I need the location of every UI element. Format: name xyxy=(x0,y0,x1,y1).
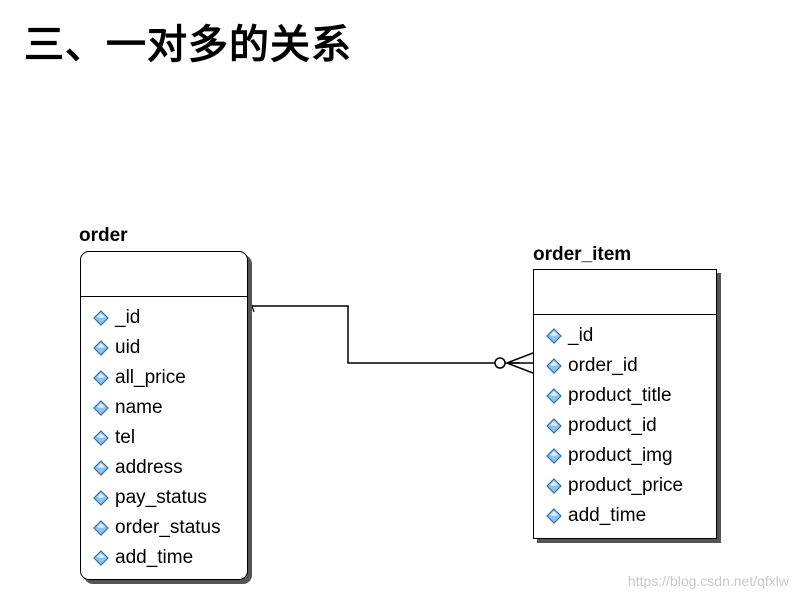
attribute-label: product_img xyxy=(568,445,673,466)
diamond-key-icon xyxy=(93,520,109,536)
attribute-label: product_title xyxy=(568,385,672,406)
attribute-label: _id xyxy=(568,325,594,346)
attribute-row[interactable]: product_title xyxy=(546,381,716,411)
relationship-tick xyxy=(249,299,255,313)
watermark: https://blog.csdn.net/qfxlw xyxy=(627,573,789,589)
attribute-label: _id xyxy=(115,307,141,328)
attribute-label: product_price xyxy=(568,475,684,496)
diamond-key-icon xyxy=(93,370,109,386)
diamond-key-icon xyxy=(546,328,562,344)
attribute-label: order_id xyxy=(568,355,638,376)
attribute-row[interactable]: add_time xyxy=(546,501,716,531)
entity-order-header xyxy=(81,252,247,297)
diamond-key-icon xyxy=(93,490,109,506)
diamond-key-icon xyxy=(546,418,562,434)
entity-title-order-item: order_item xyxy=(533,244,632,265)
attribute-row[interactable]: name xyxy=(93,393,247,423)
attribute-label: pay_status xyxy=(115,487,207,508)
relationship-line xyxy=(246,305,520,364)
crows-foot-upper xyxy=(506,352,534,364)
attribute-label: address xyxy=(115,457,183,478)
diamond-key-icon xyxy=(93,430,109,446)
attribute-label: uid xyxy=(115,337,141,358)
attribute-label: name xyxy=(115,397,163,418)
attribute-row[interactable]: add_time xyxy=(93,543,247,573)
diamond-key-icon xyxy=(546,478,562,494)
attribute-row[interactable]: order_status xyxy=(93,513,247,543)
attribute-row[interactable]: product_price xyxy=(546,471,716,501)
attribute-label: all_price xyxy=(115,367,186,388)
diamond-key-icon xyxy=(546,358,562,374)
page-heading: 三、一对多的关系 xyxy=(24,22,352,68)
relationship-optional-circle xyxy=(494,357,506,369)
attribute-row[interactable]: _id xyxy=(546,321,716,351)
entity-order-item-header xyxy=(534,270,716,315)
attribute-row[interactable]: product_id xyxy=(546,411,716,441)
diamond-key-icon xyxy=(93,550,109,566)
diamond-key-icon xyxy=(93,340,109,356)
diamond-key-icon xyxy=(93,460,109,476)
attribute-label: add_time xyxy=(568,505,647,526)
attribute-row[interactable]: all_price xyxy=(93,363,247,393)
diamond-key-icon xyxy=(546,508,562,524)
attribute-row[interactable]: pay_status xyxy=(93,483,247,513)
attribute-row[interactable]: product_img xyxy=(546,441,716,471)
attribute-row[interactable]: tel xyxy=(93,423,247,453)
attribute-label: tel xyxy=(115,427,136,448)
diamond-key-icon xyxy=(546,448,562,464)
attribute-label: product_id xyxy=(568,415,657,436)
attribute-label: order_status xyxy=(115,517,221,538)
attribute-row[interactable]: _id xyxy=(93,303,247,333)
diamond-key-icon xyxy=(93,400,109,416)
attribute-row[interactable]: address xyxy=(93,453,247,483)
diamond-key-icon xyxy=(546,388,562,404)
entity-title-order: order xyxy=(79,225,128,246)
attribute-row[interactable]: uid xyxy=(93,333,247,363)
attribute-label: add_time xyxy=(115,547,194,568)
crows-foot-lower xyxy=(506,362,534,374)
attribute-row[interactable]: order_id xyxy=(546,351,716,381)
diamond-key-icon xyxy=(93,310,109,326)
